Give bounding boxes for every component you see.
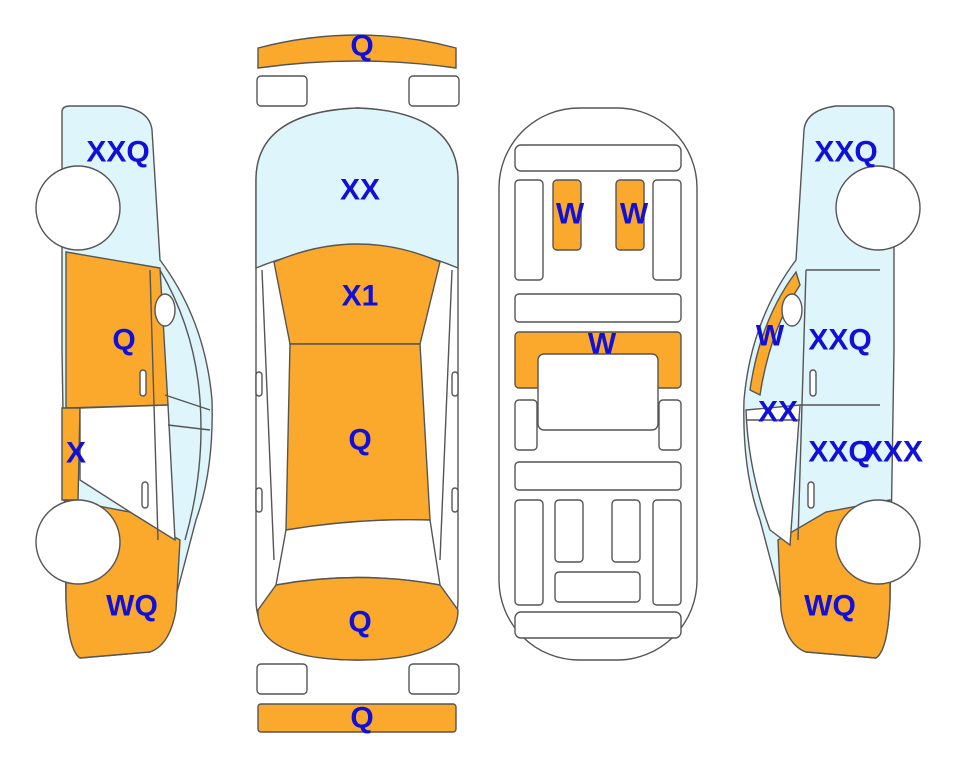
label-right-front-fender: WQ <box>804 590 856 623</box>
rear-window <box>275 519 441 586</box>
right-front-wheel <box>835 499 921 585</box>
left-door-handle <box>139 369 147 397</box>
left-rear-door-handle <box>141 481 149 509</box>
label-seat-right: W <box>620 198 649 231</box>
console <box>537 353 659 431</box>
label-left-front-fender: WQ <box>106 590 158 623</box>
label-right-front-door: XXQ <box>808 324 871 357</box>
label-left-front-door: Q <box>112 324 135 357</box>
rear-right-light <box>408 663 460 695</box>
front-right-seat <box>615 179 645 251</box>
rear-left-light <box>256 663 308 695</box>
front-left-seat <box>552 179 582 251</box>
left-side-view <box>35 105 213 659</box>
front-bumper <box>257 34 457 69</box>
front-left-light <box>256 75 308 107</box>
right-rear-window-pane <box>745 404 801 547</box>
rear-bumper <box>257 703 457 733</box>
label-right-mirror: W <box>756 320 785 353</box>
left-rear-wheel <box>35 165 121 251</box>
hood <box>273 243 441 345</box>
right-rear-wheel <box>835 165 921 251</box>
trunk <box>257 576 459 661</box>
label-roof: Q <box>348 424 371 457</box>
right-mirror <box>781 293 803 327</box>
label-rear-seat: W <box>588 328 617 361</box>
label-right-rear-window: XX <box>758 396 798 429</box>
top-view <box>255 34 460 733</box>
label-rear-bumper: Q <box>350 702 373 735</box>
label-hood: X1 <box>342 280 379 313</box>
left-front-wheel <box>35 499 121 585</box>
label-seat-left: W <box>556 198 585 231</box>
front-right-light <box>408 75 460 107</box>
label-right-rear-door: XXQ <box>808 436 871 469</box>
damage-labels: Q XX X1 Q Q Q W W W XXQ Q X WQ XXQ W XXQ… <box>66 30 923 735</box>
label-trunk: Q <box>348 606 371 639</box>
label-windshield: XX <box>340 174 380 207</box>
label-left-window: XXQ <box>86 136 149 169</box>
label-right-window: XXQ <box>814 136 877 169</box>
right-side-view <box>743 105 921 659</box>
interior-view <box>498 107 698 661</box>
label-left-rocker: X <box>66 437 86 470</box>
left-mirror <box>154 293 176 327</box>
label-front-bumper: Q <box>350 30 373 63</box>
label-right-rear-edge: XXX <box>863 436 923 469</box>
